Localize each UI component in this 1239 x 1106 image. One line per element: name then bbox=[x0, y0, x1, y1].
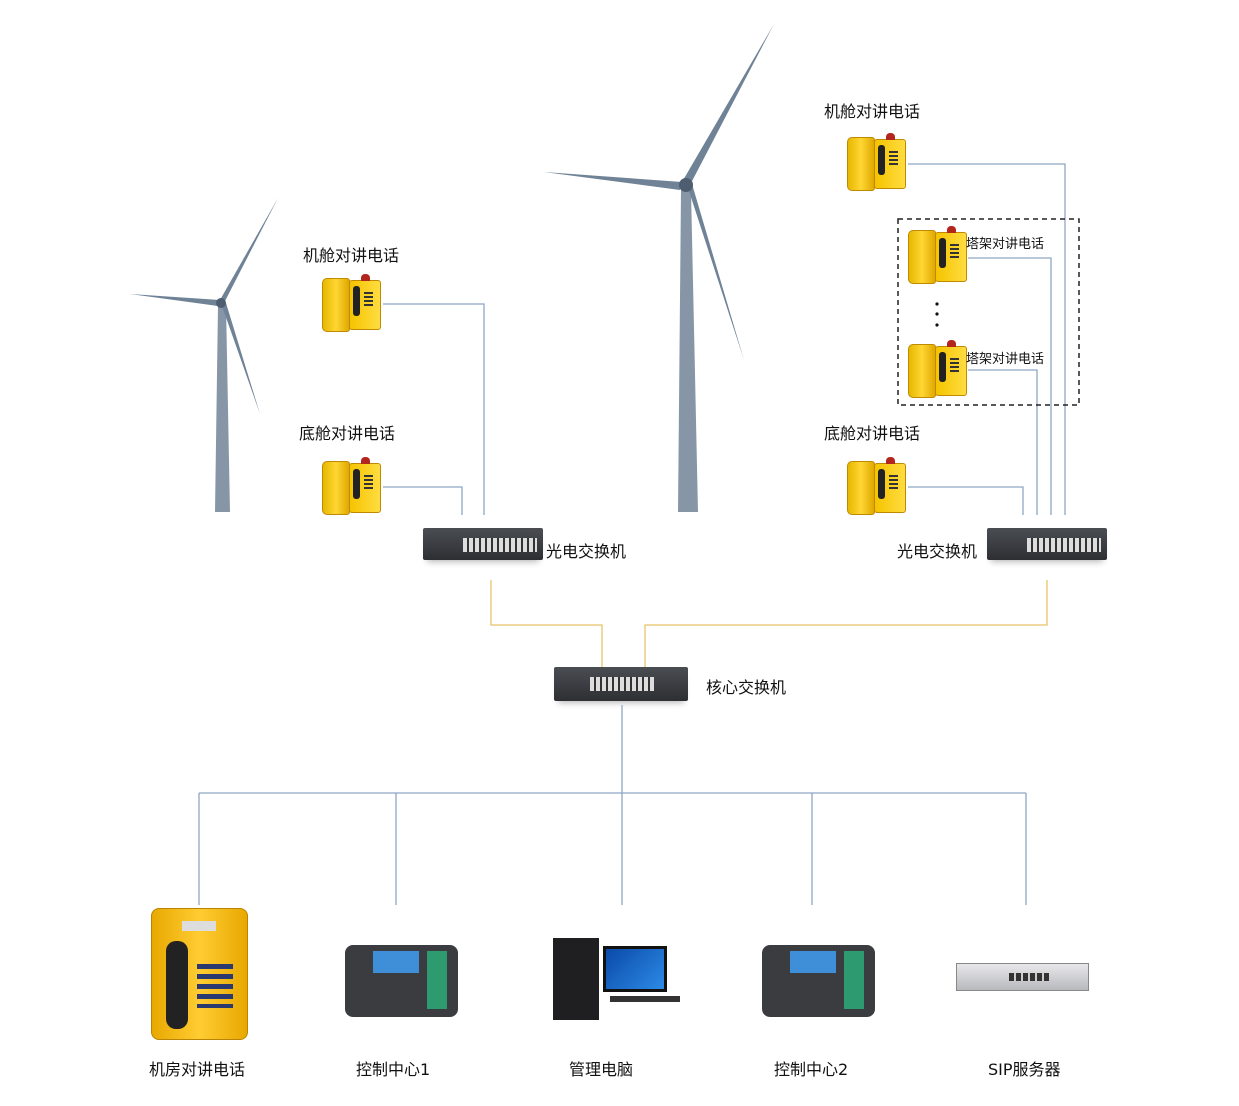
right-switch-label: 光电交换机 bbox=[897, 542, 978, 561]
left-nacelle-phone-icon bbox=[322, 274, 381, 332]
sip-server-icon bbox=[956, 963, 1089, 991]
left-bottom-phone-icon bbox=[322, 457, 381, 515]
core-switch-icon bbox=[554, 667, 688, 701]
monitor-icon bbox=[603, 946, 667, 992]
right-nacelle-phone-label: 机舱对讲电话 bbox=[824, 102, 921, 121]
endpoint-label: SIP服务器 bbox=[988, 1060, 1061, 1079]
tower-phone-icon bbox=[908, 340, 967, 398]
right-bottom-phone-label: 底舱对讲电话 bbox=[824, 424, 921, 443]
core-switch-label: 核心交换机 bbox=[706, 678, 787, 697]
large-wind-turbine bbox=[544, 24, 774, 512]
endpoint-label: 管理电脑 bbox=[569, 1060, 634, 1079]
endpoint-label: 控制中心2 bbox=[774, 1060, 849, 1079]
control-center-2-phone-icon bbox=[762, 945, 875, 1017]
tower-phones-group-box bbox=[897, 218, 1080, 406]
computer-tower-icon bbox=[553, 938, 599, 1020]
left-fiber-switch-icon bbox=[423, 528, 543, 560]
left-switch-label: 光电交换机 bbox=[546, 542, 627, 561]
keyboard-icon bbox=[610, 996, 680, 1002]
tower-phone-label: 塔架对讲电话 bbox=[966, 352, 1045, 367]
endpoint-label: 机房对讲电话 bbox=[149, 1060, 246, 1079]
endpoint-label: 控制中心1 bbox=[356, 1060, 431, 1079]
machine-room-phone-icon bbox=[151, 908, 248, 1040]
left-nacelle-phone-label: 机舱对讲电话 bbox=[303, 246, 400, 265]
small-wind-turbine bbox=[130, 198, 278, 512]
left-bottom-phone-label: 底舱对讲电话 bbox=[299, 424, 396, 443]
right-bottom-phone-icon bbox=[847, 457, 906, 515]
tower-phone-icon bbox=[908, 226, 967, 284]
tower-phone-label: 塔架对讲电话 bbox=[966, 237, 1045, 252]
right-nacelle-phone-icon bbox=[847, 133, 906, 191]
control-center-1-phone-icon bbox=[345, 945, 458, 1017]
right-fiber-switch-icon bbox=[987, 528, 1107, 560]
